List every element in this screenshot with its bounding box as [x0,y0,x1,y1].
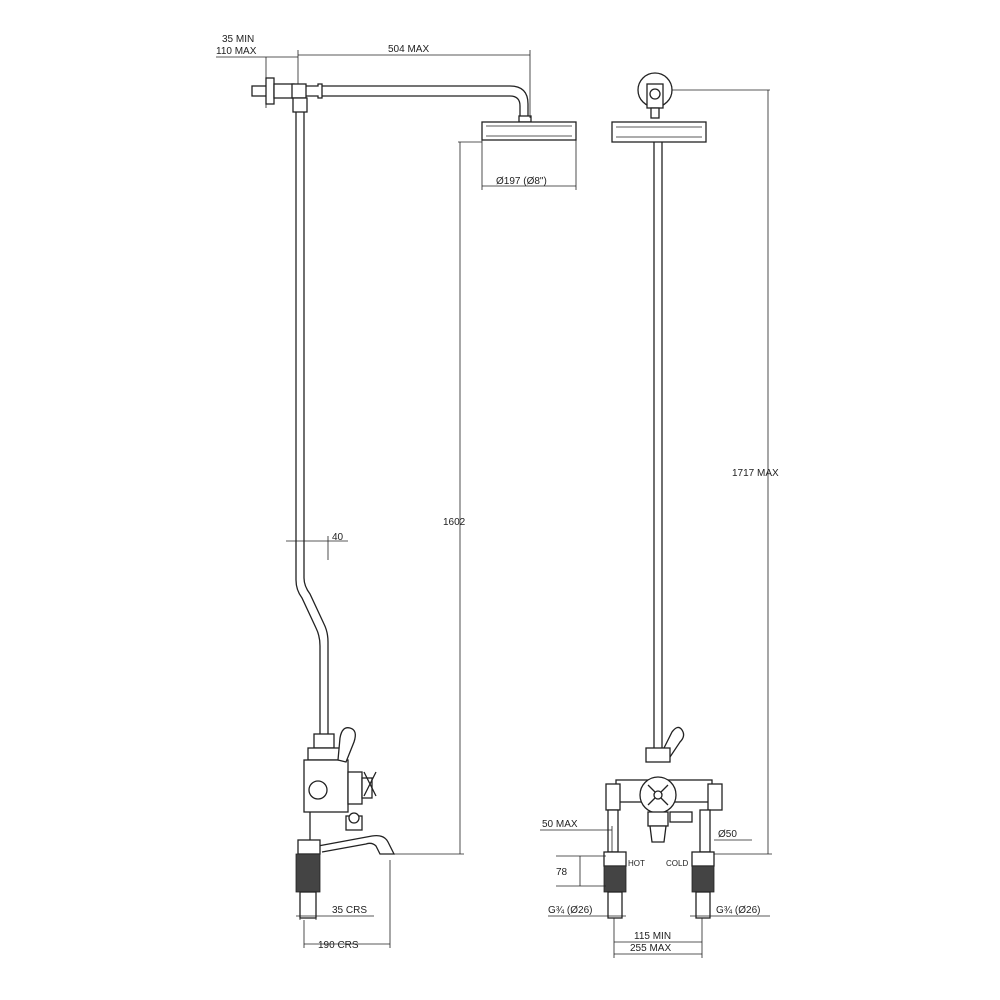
wall-flange [637,72,673,119]
shower-head-front [611,121,707,143]
dim-50-max: 50 MAX [542,819,578,830]
dimension-labels: 35 MIN 110 MAX 504 MAX Ø197 (Ø8") 40 160… [216,34,779,954]
label-cold: COLD [666,859,688,868]
dim-35-crs: 35 CRS [332,905,367,916]
label-hot: HOT [628,859,645,868]
dim-504-max: 504 MAX [388,44,429,55]
mixer-valve-side [295,727,396,919]
riser-pipe [295,112,329,734]
dim-head-diameter: Ø197 (Ø8") [496,176,547,187]
dim-255-max: 255 MAX [630,943,671,954]
dim-35-min: 35 MIN [222,34,254,45]
dim-shroud-diameter: Ø50 [718,829,737,840]
legs [603,809,715,919]
dim-115-min: 115 MIN [634,931,671,942]
wall-bracket [251,74,295,108]
dim-190-crs: 190 CRS [318,940,359,951]
dim-1602: 1602 [443,517,466,528]
shower-head-side [481,121,577,141]
riser-pipe-front [653,142,663,748]
side-view [251,74,577,919]
shower-arm [291,83,532,123]
riser-top-joint [292,97,308,113]
dim-1717-max: 1717 MAX [732,468,779,479]
dim-thread-right: G¾ (Ø26) [716,905,760,916]
mixer-valve-front [605,747,723,843]
dim-thread-left: G¾ (Ø26) [548,905,592,916]
dim-40: 40 [332,532,344,543]
dim-110-max: 110 MAX [216,46,257,57]
dim-78: 78 [556,867,568,878]
front-view [603,72,723,919]
dimension-lines [216,50,772,958]
